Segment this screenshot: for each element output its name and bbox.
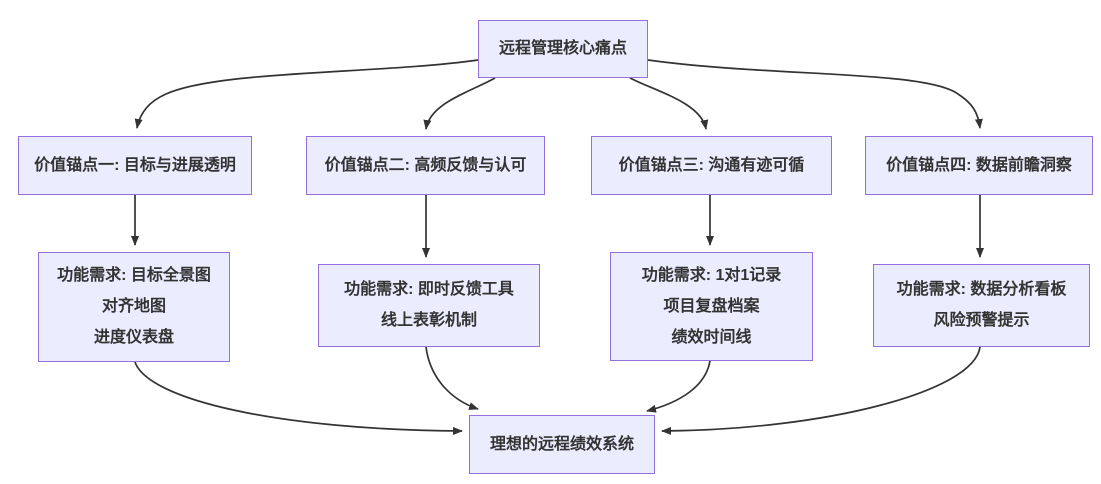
node-ideal-system: 理想的远程绩效系统	[469, 415, 655, 474]
node-feature-2: 功能需求: 即时反馈工具 线上表彰机制	[318, 264, 540, 347]
edge-root-anchor2	[423, 77, 496, 130]
node-core-pain-points: 远程管理核心痛点	[478, 20, 648, 78]
node-label-line: 功能需求: 数据分析看板	[896, 281, 1067, 298]
node-label-line: 功能需求: 目标全景图	[57, 267, 211, 284]
edge-feature1-sink	[134, 361, 463, 435]
node-label: 价值锚点二: 高频反馈与认可	[324, 156, 527, 174]
node-anchor-3: 价值锚点三: 沟通有迹可循	[591, 136, 832, 195]
node-label: 价值锚点四: 数据前瞻洞察	[886, 156, 1072, 174]
edge-root-anchor3	[629, 77, 709, 130]
node-label: 远程管理核心痛点	[498, 40, 627, 57]
node-feature-4: 功能需求: 数据分析看板 风险预警提示	[873, 264, 1090, 347]
edge-feature2-sink	[425, 346, 479, 410]
node-label: 理想的远程绩效系统	[489, 435, 634, 453]
node-anchor-4: 价值锚点四: 数据前瞻洞察	[865, 136, 1093, 195]
edge-root-anchor1	[134, 59, 479, 129]
node-label: 价值锚点三: 沟通有迹可循	[618, 156, 805, 174]
node-label-line: 绩效时间线	[671, 328, 752, 346]
node-label-line: 线上表彰机制	[380, 312, 477, 329]
node-feature-3: 功能需求: 1对1记录 项目复盘档案 绩效时间线	[610, 252, 813, 361]
node-label-line: 进度仪表盘	[93, 329, 174, 346]
node-label-line: 对齐地图	[101, 298, 166, 315]
edge-feature4-sink	[661, 346, 981, 435]
node-label-line: 风险预警提示	[933, 312, 1030, 329]
node-anchor-1: 价值锚点一: 目标与进展透明	[18, 136, 252, 195]
node-label-line: 项目复盘档案	[663, 297, 760, 315]
node-label: 价值锚点一: 目标与进展透明	[34, 156, 236, 174]
node-label-line: 功能需求: 即时反馈工具	[344, 281, 514, 298]
edge-root-anchor4	[647, 59, 983, 129]
node-label-line: 功能需求: 1对1记录	[641, 266, 782, 284]
edge-feature3-sink	[646, 360, 711, 413]
node-anchor-2: 价值锚点二: 高频反馈与认可	[306, 136, 545, 195]
node-feature-1: 功能需求: 目标全景图 对齐地图 进度仪表盘	[38, 252, 230, 362]
